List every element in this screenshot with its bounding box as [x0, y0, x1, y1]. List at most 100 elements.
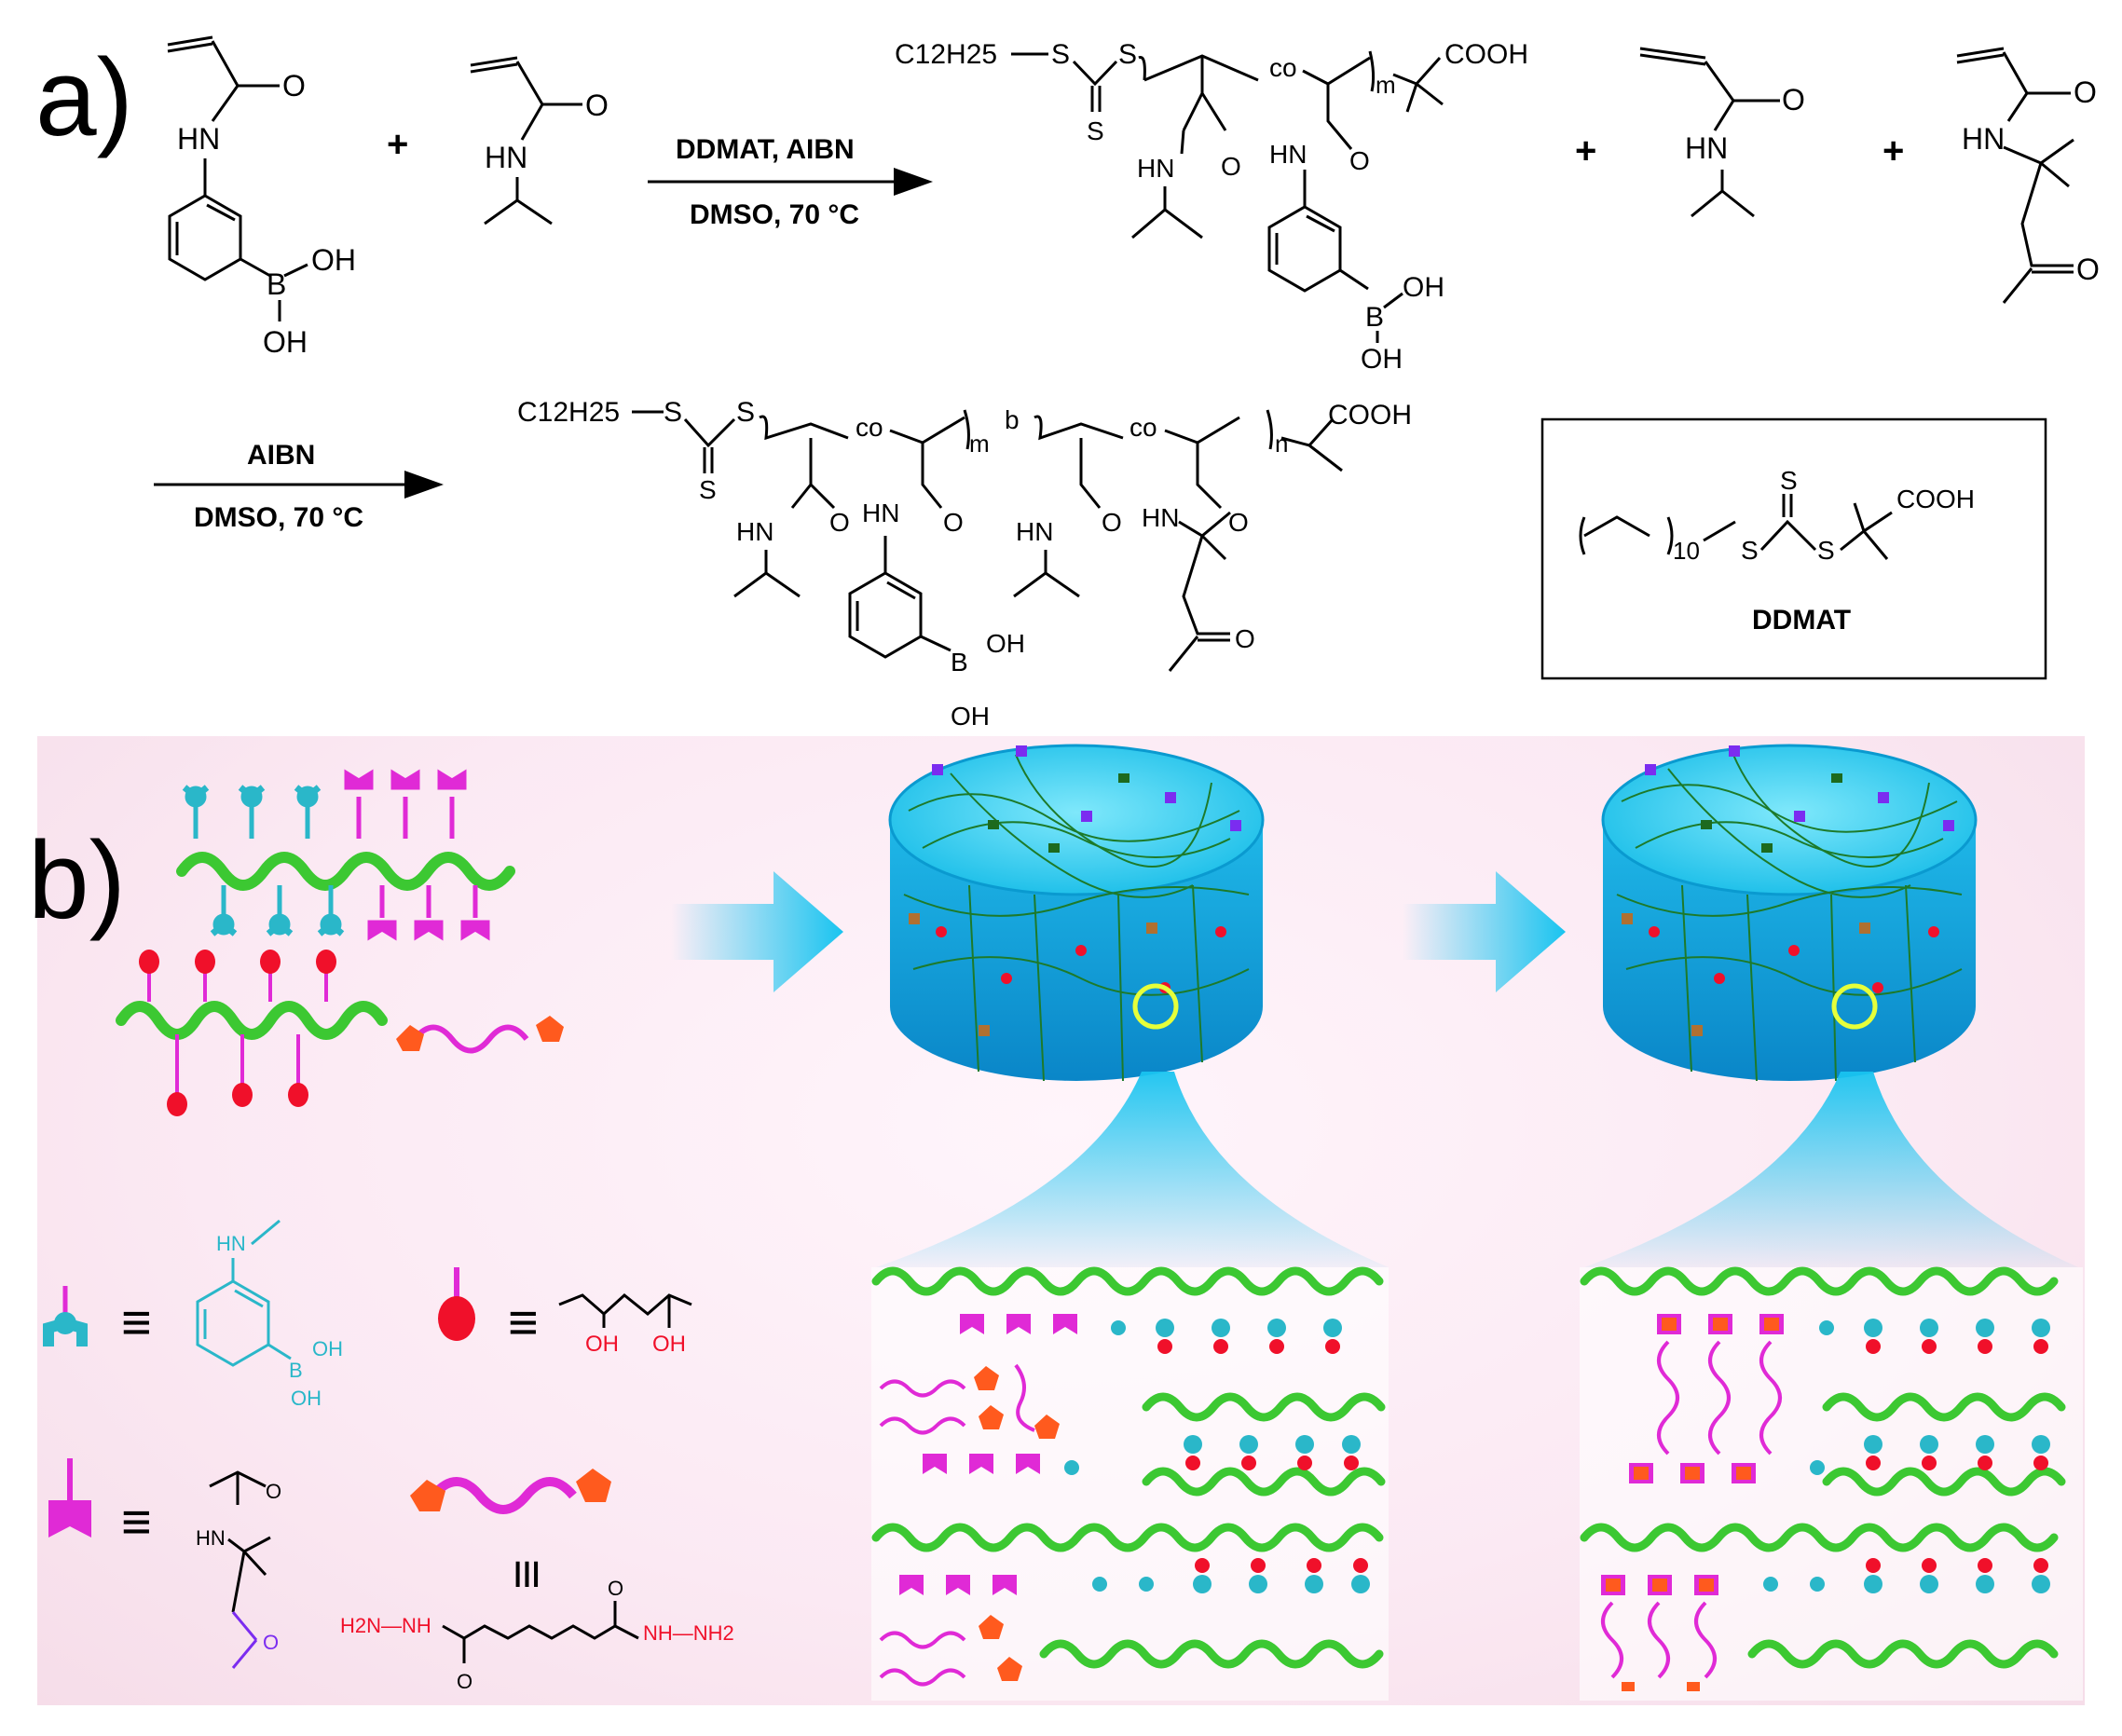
atom-label: S: [1741, 536, 1759, 565]
monomer-aapba: O HN B OH OH: [167, 35, 356, 359]
atom-label: HN: [1685, 131, 1728, 165]
adh-right-label: NH—NH2: [643, 1621, 734, 1645]
atom-label: O: [1782, 83, 1805, 116]
monomer-nipam: O HN: [470, 56, 609, 226]
co-label: co: [1269, 53, 1297, 82]
alkyl-chain-label: C12H25: [895, 39, 997, 70]
panel-a: a) O HN B OH OH + O HN DDMAT,: [35, 35, 2100, 731]
atom-label: HN: [196, 1526, 226, 1550]
equiv-symbol: ≡: [508, 1292, 539, 1351]
repeat-m: m: [969, 430, 990, 458]
atom-label: OH: [986, 629, 1025, 658]
monomer-daam: O HN O: [1956, 47, 2100, 304]
atom-label: O: [943, 508, 964, 537]
zoom-highlight: [1132, 983, 1179, 1030]
macro-cta-copolymer: C12H25 S S S co m COOH O HN O HN: [895, 39, 1528, 375]
plus-sign: +: [1882, 130, 1904, 171]
atom-label: S: [1087, 116, 1104, 145]
atom-label: O: [1221, 152, 1241, 181]
atom-label: OH: [652, 1332, 686, 1357]
process-arrow-1: [671, 871, 843, 992]
co-label: co: [1129, 413, 1157, 442]
legend-ketone: ≡ O HN O: [48, 1458, 281, 1669]
diol-polymer-chain: [116, 950, 388, 1116]
atom-label: HN: [1142, 503, 1179, 532]
atom-label: B: [951, 648, 968, 677]
atom-label: B: [267, 267, 286, 301]
atom-label: OH: [311, 243, 356, 277]
atom-label: O: [608, 1577, 623, 1600]
legend-adh: ≡ H2N—NH O O NH—NH2: [340, 1469, 734, 1693]
network-detail-before: [871, 1266, 1389, 1701]
alkyl-chain-label: C12H25: [517, 397, 620, 428]
co-label: co: [856, 413, 883, 442]
equiv-symbol: ≡: [121, 1492, 152, 1551]
ddmat-label: DDMAT: [1752, 605, 1851, 636]
atom-label: HN: [216, 1232, 246, 1255]
plus-sign: +: [1575, 130, 1596, 171]
atom-label: O: [1235, 624, 1255, 653]
atom-label: HN: [177, 122, 220, 156]
boronic-ketone-polymer-chain: [176, 769, 515, 941]
atom-label: O: [457, 1670, 472, 1693]
atom-label: O: [266, 1480, 281, 1503]
atom-label: OH: [263, 325, 308, 359]
adh-left-label: H2N—NH: [340, 1614, 431, 1637]
atom-label: OH: [585, 1332, 619, 1357]
hydrogel-disk-2: [1601, 744, 1978, 1082]
atom-label: HN: [1016, 517, 1053, 546]
zoom-cone-2: [1584, 1072, 2078, 1267]
monomer-nipam-2: O HN: [1639, 47, 1805, 218]
atom-label: O: [2074, 75, 2097, 109]
atom-label: O: [1349, 146, 1370, 175]
zoom-cone-1: [876, 1072, 1389, 1267]
atom-label: OH: [1361, 344, 1403, 375]
atom-label: O: [585, 89, 609, 122]
repeat-n: n: [1275, 430, 1288, 458]
atom-label: OH: [1403, 272, 1444, 303]
repeat-10: 10: [1673, 537, 1700, 565]
atom-label: S: [736, 397, 755, 428]
atom-label: HN: [1269, 140, 1307, 169]
atom-label: O: [263, 1631, 279, 1654]
atom-label: OH: [291, 1387, 322, 1410]
ddmat-box: 10 S S S COOH DDMAT: [1540, 417, 2047, 680]
reaction2-reagents: AIBN: [247, 440, 315, 471]
legend-diol: ≡ OH OH: [438, 1267, 692, 1357]
legend-boronic-acid: ≡ HN B OH OH: [43, 1219, 343, 1410]
plus-sign: +: [387, 124, 408, 165]
atom-label: O: [1228, 508, 1249, 537]
atom-label: B: [1365, 302, 1384, 333]
adh-crosslinker-schematic: [396, 1016, 564, 1054]
panel-a-label: a): [35, 36, 133, 159]
atom-label: S: [1817, 536, 1835, 565]
atom-label: OH: [951, 702, 990, 731]
panel-b: b): [28, 744, 2083, 1701]
equiv-symbol: ≡: [121, 1292, 152, 1351]
atom-label: S: [664, 397, 682, 428]
atom-label: O: [2076, 253, 2100, 286]
atom-label: HN: [862, 499, 899, 527]
panel-b-label: b): [28, 819, 126, 942]
atom-label: B: [289, 1359, 303, 1382]
atom-label: HN: [485, 141, 527, 174]
zoom-highlight: [1831, 983, 1878, 1030]
hydrogel-disk-1: [888, 744, 1265, 1082]
atom-label: S: [1051, 39, 1070, 70]
block-b: b: [1005, 405, 1020, 434]
network-detail-after: [1580, 1266, 2083, 1701]
acid-label: COOH: [1444, 39, 1528, 70]
process-arrow-2: [1403, 871, 1566, 992]
atom-label: OH: [312, 1337, 343, 1360]
atom-label: S: [699, 475, 717, 504]
acid-label: COOH: [1328, 400, 1412, 431]
repeat-m: m: [1376, 71, 1396, 99]
atom-label: HN: [1137, 154, 1174, 183]
atom-label: HN: [736, 517, 774, 546]
atom-label: O: [1102, 508, 1122, 537]
atom-label: O: [829, 508, 850, 537]
acid-label: COOH: [1896, 485, 1975, 513]
atom-label: HN: [1962, 122, 2005, 156]
